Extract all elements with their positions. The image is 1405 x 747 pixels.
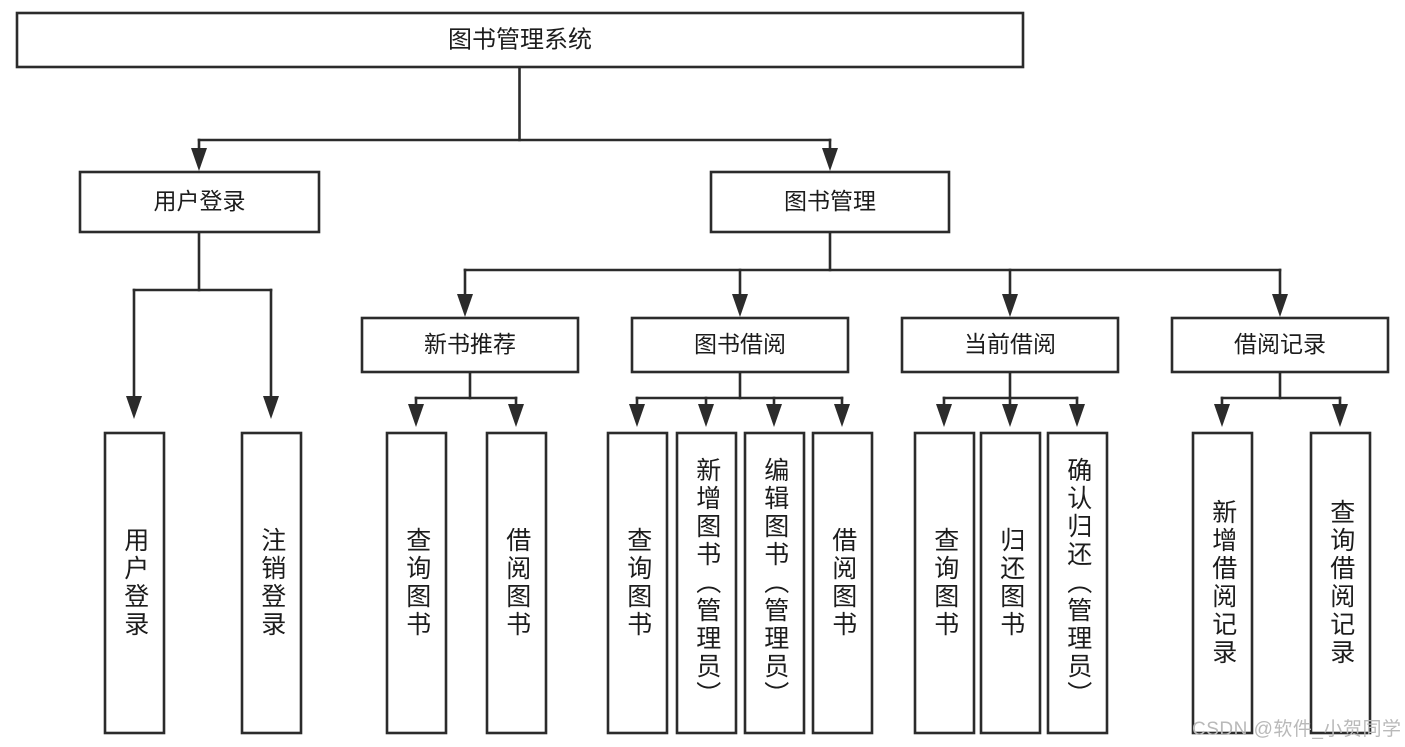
node-book-borrow-label: 图书借阅 [694, 331, 786, 357]
leaf-box-user-login[interactable] [103, 431, 166, 735]
node-user-login[interactable]: 用户登录 [78, 170, 321, 234]
connector-bookborrow-to-leaves [629, 370, 850, 427]
node-user-login-label: 用户登录 [154, 188, 246, 214]
node-current-borrow-label: 当前借阅 [964, 331, 1056, 357]
node-current-borrow[interactable]: 当前借阅 [900, 316, 1120, 374]
leaf-box-return-book[interactable] [979, 431, 1042, 735]
node-book-borrow[interactable]: 图书借阅 [630, 316, 850, 374]
node-new-book-recommend[interactable]: 新书推荐 [360, 316, 580, 374]
csdn-watermark: CSDN @软件_小贺同学 [1192, 719, 1402, 740]
node-book-management[interactable]: 图书管理 [709, 170, 951, 234]
node-new-book-recommend-label: 新书推荐 [424, 331, 516, 357]
connector-userlogin-to-leaves [126, 230, 279, 419]
connector-bookmgmt-to-level2 [457, 230, 1288, 317]
leaf-box-edit-book[interactable] [743, 431, 806, 735]
node-borrow-record[interactable]: 借阅记录 [1170, 316, 1390, 374]
leaf-box-query-book-3[interactable] [913, 431, 976, 735]
node-borrow-record-label: 借阅记录 [1234, 331, 1326, 357]
leaf-box-query-book-2[interactable] [606, 431, 669, 735]
connector-currentborrow-to-leaves [936, 370, 1085, 427]
leaf-box-query-record[interactable] [1309, 431, 1372, 735]
leaf-box-borrow-book-2[interactable] [811, 431, 874, 735]
leaf-box-add-record[interactable] [1191, 431, 1254, 735]
connector-borrowrecord-to-leaves [1214, 370, 1348, 427]
leaf-box-query-book-1[interactable] [385, 431, 448, 735]
leaf-box-confirm-return[interactable] [1046, 431, 1109, 735]
leaf-box-add-book[interactable] [675, 431, 738, 735]
node-root-label: 图书管理系统 [448, 26, 592, 53]
node-book-management-label: 图书管理 [784, 188, 876, 214]
connector-newbook-to-leaves [408, 370, 524, 427]
leaf-box-logout-login[interactable] [240, 431, 303, 735]
leaf-box-borrow-book-1[interactable] [485, 431, 548, 735]
connector-root-to-level1 [191, 65, 838, 171]
node-root[interactable]: 图书管理系统 [15, 11, 1025, 69]
